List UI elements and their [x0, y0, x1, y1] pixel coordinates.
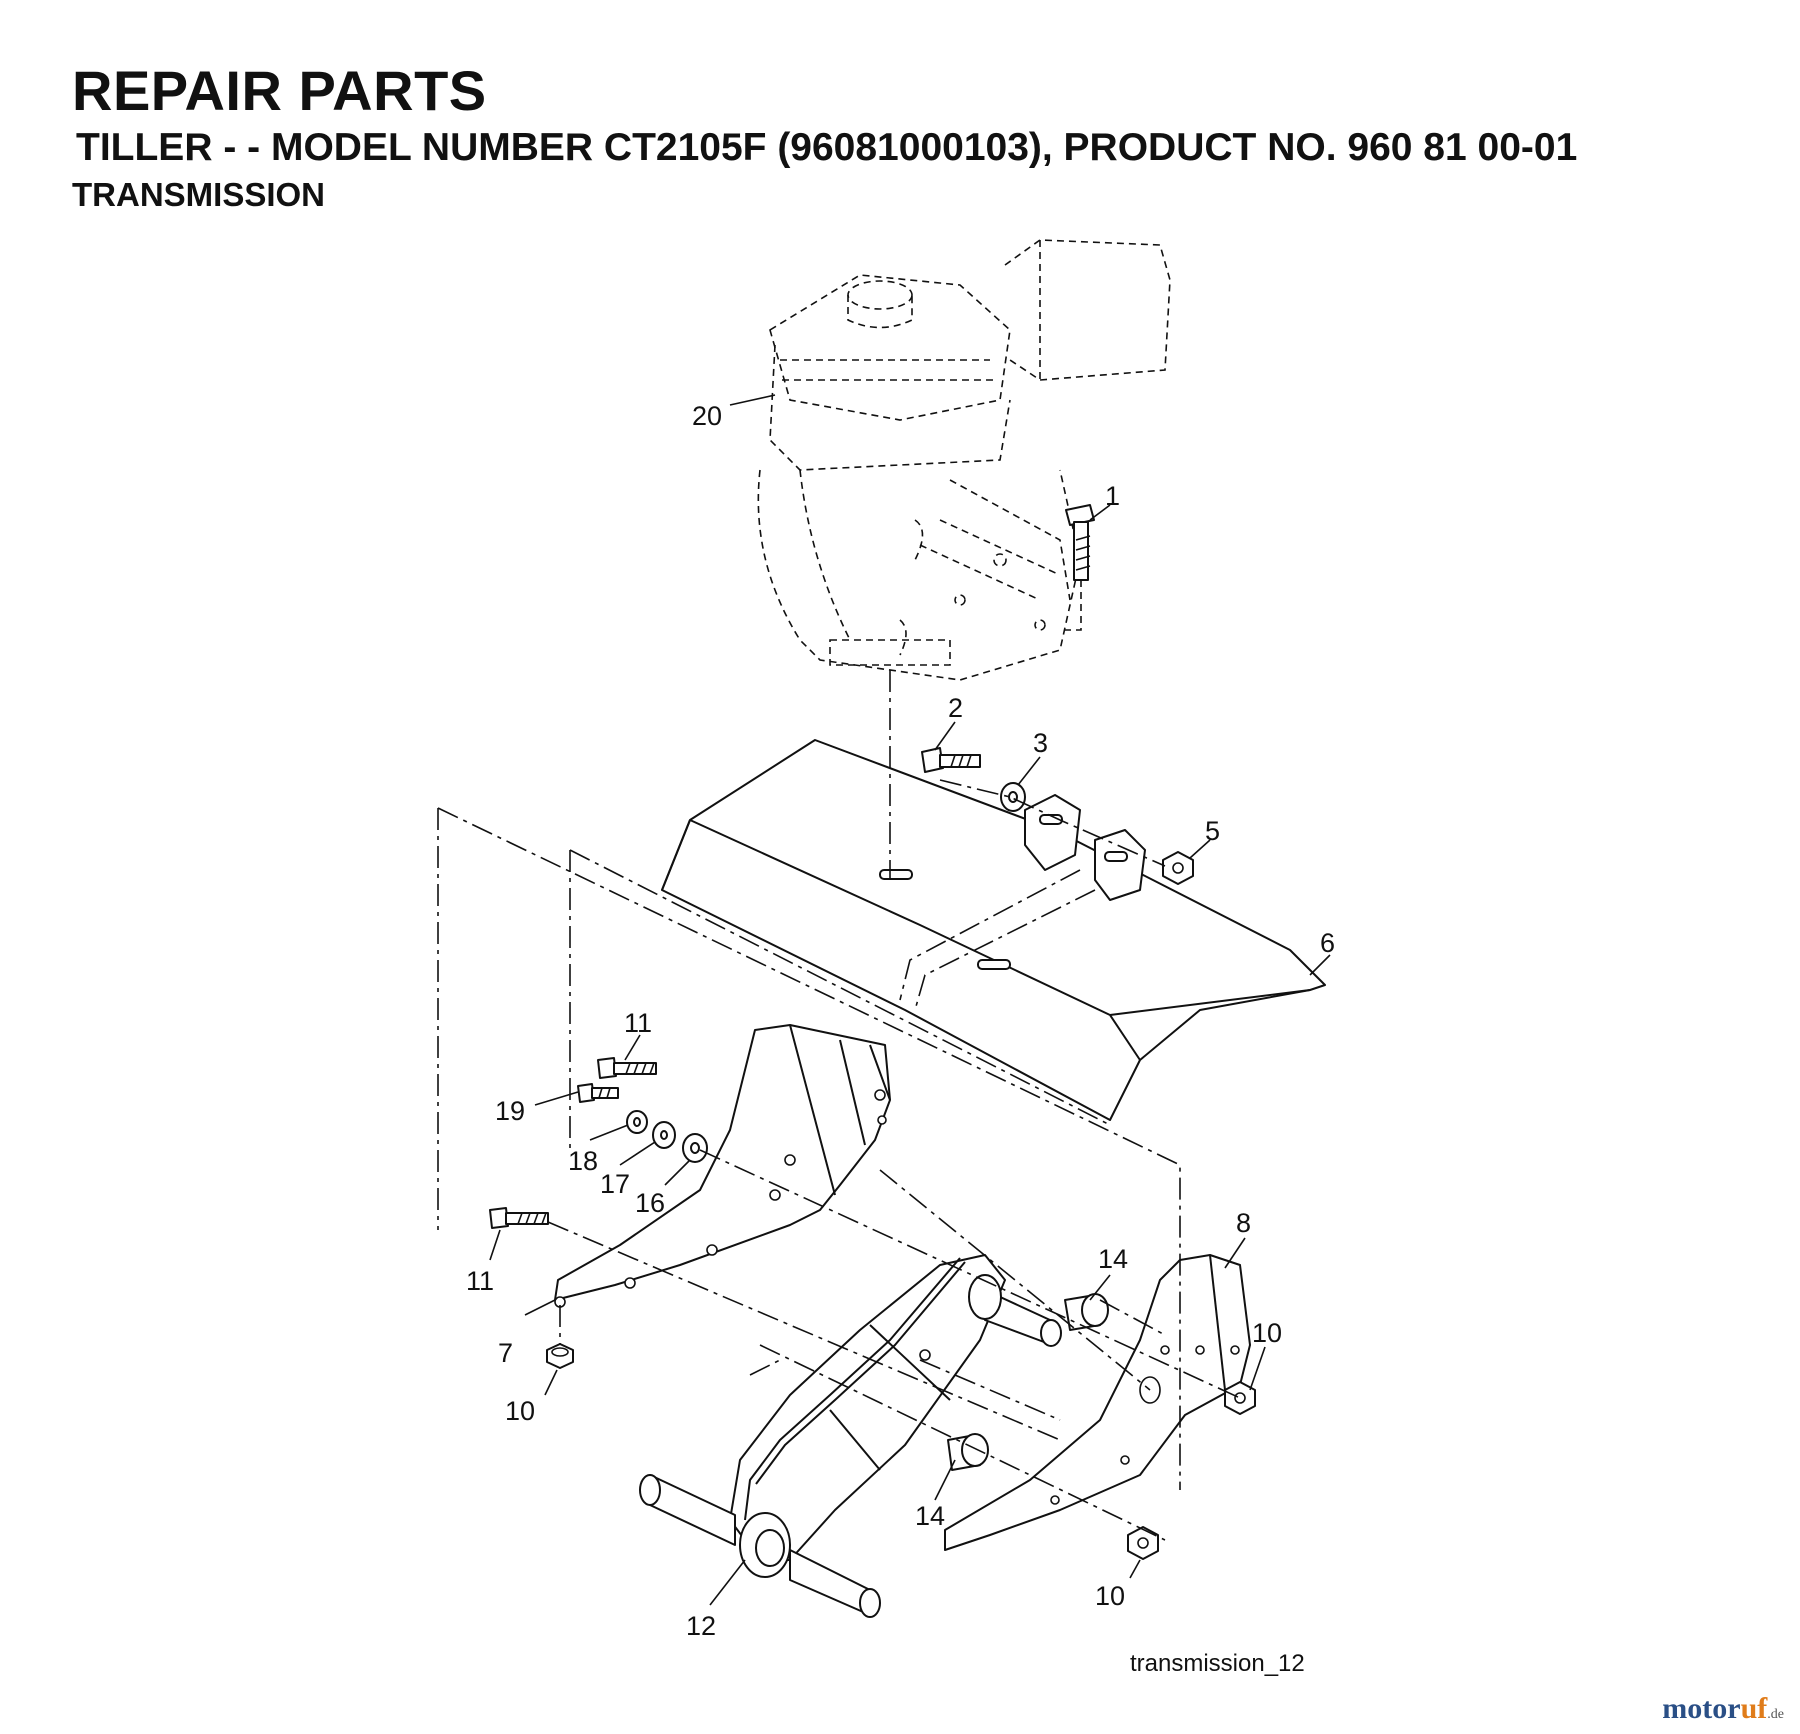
callout-3: 3 [1033, 728, 1048, 758]
bolt-11-lower [489, 1207, 549, 1229]
watermark-logo: motoruf.de [1662, 1692, 1784, 1726]
drawing-id-label: transmission_12 [1130, 1650, 1305, 1677]
washer-17 [652, 1121, 676, 1149]
nut-10-left [546, 1343, 574, 1369]
page-title: REPAIR PARTS [72, 59, 487, 122]
bolt-1 [1060, 504, 1095, 631]
callout-20: 20 [692, 401, 722, 431]
callout-10-right: 10 [1252, 1318, 1282, 1348]
callout-10-bottom: 10 [1095, 1581, 1125, 1611]
callout-11-upper: 11 [624, 1008, 652, 1038]
nut-10-right [1224, 1381, 1256, 1415]
callout-1: 1 [1105, 481, 1120, 511]
callout-17: 17 [600, 1169, 630, 1199]
washer-3 [1000, 782, 1026, 812]
callout-numbers: 20 1 2 3 5 6 11 19 18 17 16 11 7 10 8 14… [466, 401, 1335, 1641]
bolt-11-upper [597, 1057, 657, 1079]
callout-14-lower: 14 [915, 1501, 945, 1531]
bolt-2 [921, 747, 981, 773]
callout-7: 7 [498, 1338, 513, 1368]
bolt-19 [577, 1083, 619, 1103]
transmission-12 [639, 1254, 1062, 1618]
nut-10-bottom [1127, 1526, 1159, 1560]
model-subtitle: TILLER - - MODEL NUMBER CT2105F (9608100… [76, 126, 1578, 169]
callout-2: 2 [948, 693, 963, 723]
center-lines [437, 670, 1241, 1541]
watermark-tld: .de [1767, 1707, 1784, 1722]
washer-16 [682, 1133, 708, 1163]
bushing-14-upper [1064, 1293, 1109, 1331]
washer-18 [626, 1110, 648, 1134]
callout-10-left: 10 [505, 1396, 535, 1426]
callout-8: 8 [1236, 1208, 1251, 1238]
watermark-accent: uf [1740, 1692, 1768, 1725]
engine-drawing [757, 239, 1171, 681]
callout-12: 12 [686, 1611, 716, 1641]
watermark-main: motor [1662, 1692, 1741, 1725]
bracket-8 [944, 1254, 1251, 1551]
leader-lines [489, 394, 1331, 1606]
callout-6: 6 [1320, 928, 1335, 958]
bracket-7 [554, 1024, 891, 1308]
nut-5 [1162, 851, 1194, 885]
section-title: TRANSMISSION [72, 176, 326, 213]
tine-shield-6 [661, 739, 1326, 1121]
callout-19: 19 [495, 1096, 525, 1126]
callout-5: 5 [1205, 816, 1220, 846]
callout-16: 16 [635, 1188, 665, 1218]
callout-18: 18 [568, 1146, 598, 1176]
bushing-14-lower [947, 1433, 989, 1471]
callout-14-upper: 14 [1098, 1244, 1128, 1274]
callout-11-lower: 11 [466, 1266, 494, 1296]
